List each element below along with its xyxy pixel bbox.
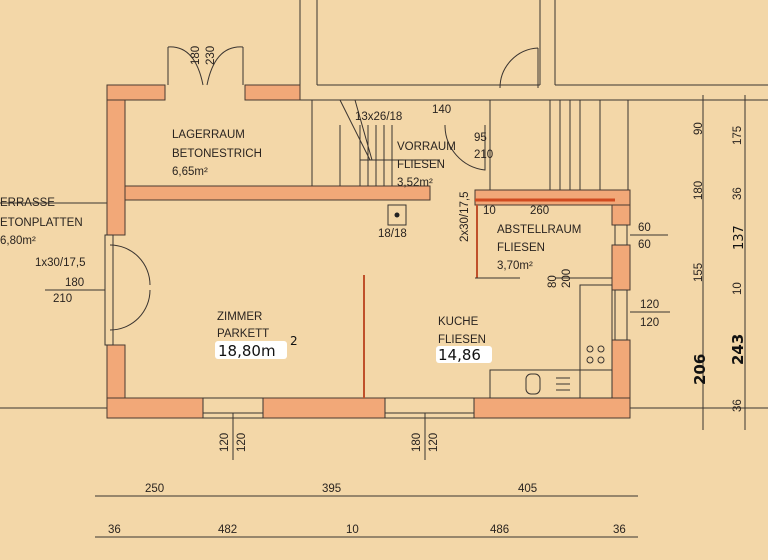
room-area: 3,70m² (497, 260, 533, 272)
room-floor: ETONPLATTEN (0, 217, 83, 229)
dim: 36 (108, 524, 121, 536)
openings (104, 46, 628, 419)
room-lagerraum: LAGERRAUM BETONESTRICH 6,65m² (172, 129, 262, 178)
terrace-step-label: 1x30/17,5 (35, 257, 86, 269)
abst-width: 260 (530, 205, 549, 217)
room-name: ABSTELLRAUM (497, 224, 581, 236)
room-floor: FLIESEN (497, 242, 545, 254)
stairs (339, 99, 629, 226)
dim: 482 (218, 524, 237, 536)
dimensions-right: 90 180 155 206 175 36 137 10 243 36 (691, 95, 747, 430)
room-name: VORRAUM (397, 141, 456, 153)
abst-door-w: 80 (547, 275, 559, 288)
room-area: 14,86 (438, 346, 481, 364)
terrace-door-height: 210 (53, 293, 72, 305)
room-floor: BETONESTRICH (172, 148, 262, 160)
room-vorraum: VORRAUM FLIESEN 3,52m² (397, 141, 456, 189)
win-kueche-s-w: 180 (411, 433, 423, 452)
kitchen-counter (489, 284, 613, 399)
top-door-height: 230 (205, 46, 217, 65)
top-door-width: 180 (190, 46, 202, 65)
room-floor: PARKETT (217, 328, 269, 340)
dim: 250 (145, 483, 164, 495)
dim: 10 (732, 282, 744, 295)
dim: 137 (732, 225, 747, 250)
room-area: 3,52m² (397, 177, 433, 189)
walls (106, 84, 631, 419)
win-kueche-h: 120 (640, 317, 659, 329)
steps-label: 2x30/17,5 (459, 191, 471, 242)
stairs-label: 13x26/18 (355, 111, 402, 123)
room-zimmer: ZIMMER PARKETT 18,80m 2 (215, 311, 298, 360)
terrace-door-width: 180 (65, 277, 84, 289)
dim: 36 (732, 399, 744, 412)
room-kueche: KUCHE FLIESEN 14,86 (436, 316, 492, 364)
stair-width-label: 140 (432, 104, 451, 116)
win-abst-h: 60 (638, 239, 651, 251)
door-height-label: 210 (474, 149, 493, 161)
annotations: 13x26/18 140 95 210 18/18 2x30/17,5 1x30… (35, 46, 670, 460)
win-kueche-w: 120 (640, 299, 659, 311)
room-terrasse: ERRASSE ETONPLATTEN 6,80m² (0, 197, 83, 247)
room-name: ERRASSE (0, 197, 55, 209)
dim: 486 (490, 524, 509, 536)
room-name: KUCHE (438, 316, 479, 328)
win-abst-w: 60 (638, 222, 651, 234)
dim: 175 (732, 126, 744, 145)
chimney-label: 18/18 (378, 228, 407, 240)
dim: 405 (518, 483, 537, 495)
dim: 243 (729, 334, 747, 365)
room-area: 6,65m² (172, 166, 208, 178)
abst-10: 10 (483, 205, 496, 217)
door-width-label: 95 (474, 132, 487, 144)
room-area-superscript: 2 (290, 334, 298, 348)
dim: 10 (346, 524, 359, 536)
win-zimmer-w: 120 (219, 433, 231, 452)
room-area: 18,80m (218, 342, 276, 360)
abst-door-h: 200 (561, 269, 573, 288)
room-abstellraum: ABSTELLRAUM FLIESEN 3,70m² (497, 224, 581, 272)
dim: 206 (691, 354, 709, 385)
room-area: 6,80m² (0, 235, 36, 247)
dim: 180 (693, 181, 705, 200)
dim: 395 (322, 483, 341, 495)
dim: 36 (732, 187, 744, 200)
win-zimmer-h: 120 (236, 433, 248, 452)
room-name: LAGERRAUM (172, 129, 245, 141)
room-name: ZIMMER (217, 311, 262, 323)
dim: 90 (693, 122, 705, 135)
dim: 36 (613, 524, 626, 536)
room-floor: FLIESEN (397, 159, 445, 171)
win-kueche-s-h: 120 (428, 433, 440, 452)
dim: 155 (693, 263, 705, 282)
room-floor: FLIESEN (438, 334, 486, 346)
dimensions-bottom: 250 395 405 36 482 10 486 36 (95, 483, 638, 538)
